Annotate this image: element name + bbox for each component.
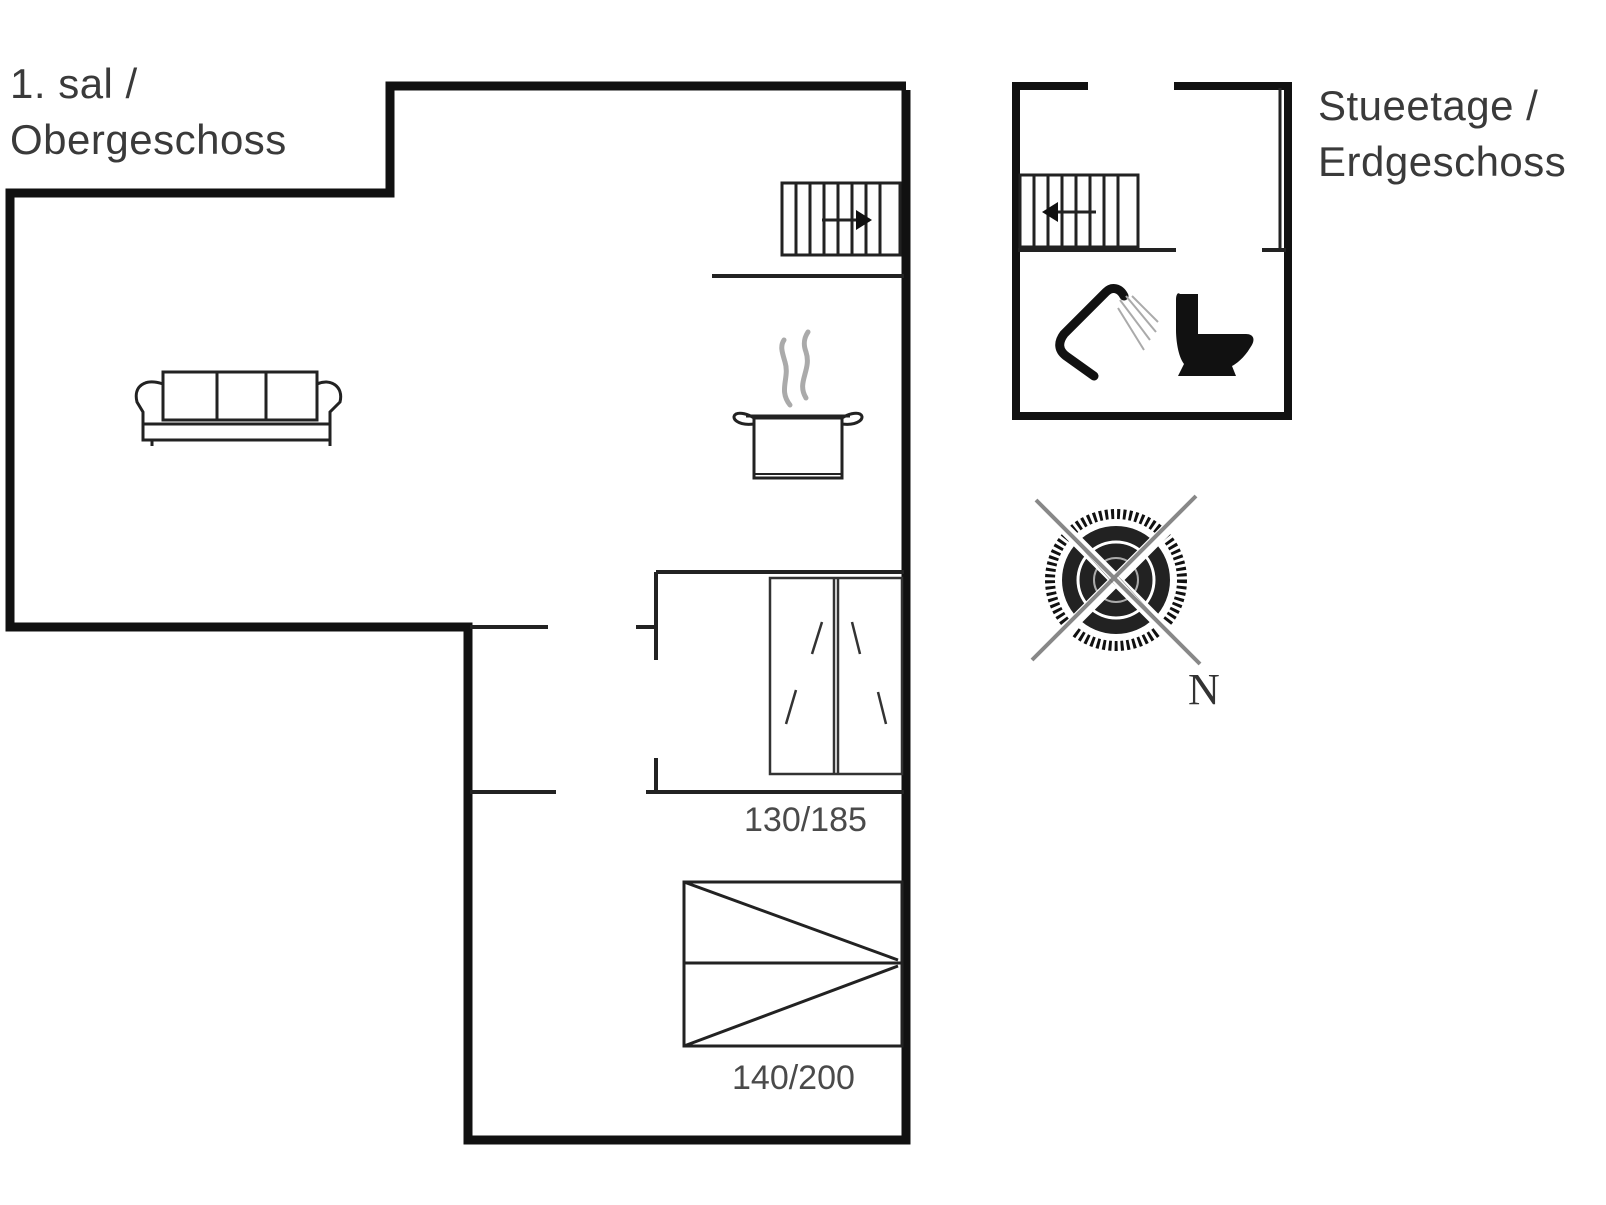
ground-floor-label-line1: Stueetage / bbox=[1318, 82, 1539, 129]
compass-rose-icon bbox=[1030, 494, 1202, 666]
stairs-icon bbox=[1018, 173, 1140, 249]
sofa-icon bbox=[134, 370, 343, 446]
stairs-icon bbox=[780, 181, 902, 257]
bedroom-1-walls bbox=[470, 570, 904, 794]
toilet-icon bbox=[1176, 293, 1254, 376]
upper-floor-outline bbox=[5, 81, 911, 1145]
upper-floor-label-line2: Obergeschoss bbox=[10, 116, 287, 163]
ground-floor-outline-left bbox=[1012, 82, 1292, 420]
upper-floor bbox=[5, 81, 911, 1145]
shower-icon bbox=[1055, 284, 1159, 381]
cooking-pot-icon bbox=[732, 329, 864, 480]
bed-size-label-2: 140/200 bbox=[732, 1059, 855, 1097]
wardrobe bbox=[768, 576, 904, 776]
upper-floor-label-line1: 1. sal / bbox=[10, 60, 138, 107]
ground-floor-label-line2: Erdgeschoss bbox=[1318, 138, 1567, 185]
bed-icon bbox=[682, 880, 904, 1048]
ground-floor bbox=[1012, 82, 1292, 420]
bed-size-label-1: 130/185 bbox=[744, 801, 867, 839]
compass-north-label: N bbox=[1188, 665, 1220, 714]
